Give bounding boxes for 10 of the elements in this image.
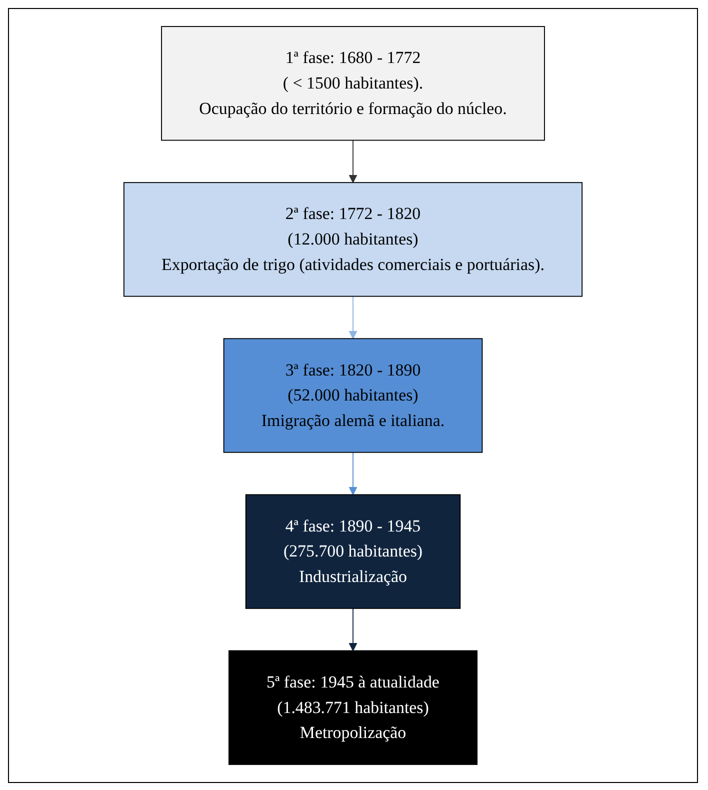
arrow [348,608,358,652]
node-box [228,650,478,765]
flowchart: 1ª fase: 1680 - 1772 ( < 1500 habitantes). Ocupação do território e formação do núcleo. 2ª fase: 1772 - 1820 (12.000 habitantes) Exportação de trigo (atividades comerciais e portuárias). 3ª fase: 1820 - 1890 (52.000 habitantes) Imigração alemã e italiana. 4ª fase: 1890 - 1945 (275.700 habitantes) Industrialização 5ª fase: 1945 à atualidade (1.483.771 habitantes) Metropolização [19,19,687,772]
node-box [223,338,483,453]
arrow [348,140,358,183]
node-box [123,182,583,297]
node-box [245,494,461,609]
arrow [348,452,358,496]
node-box [161,26,545,141]
arrow [348,296,358,339]
